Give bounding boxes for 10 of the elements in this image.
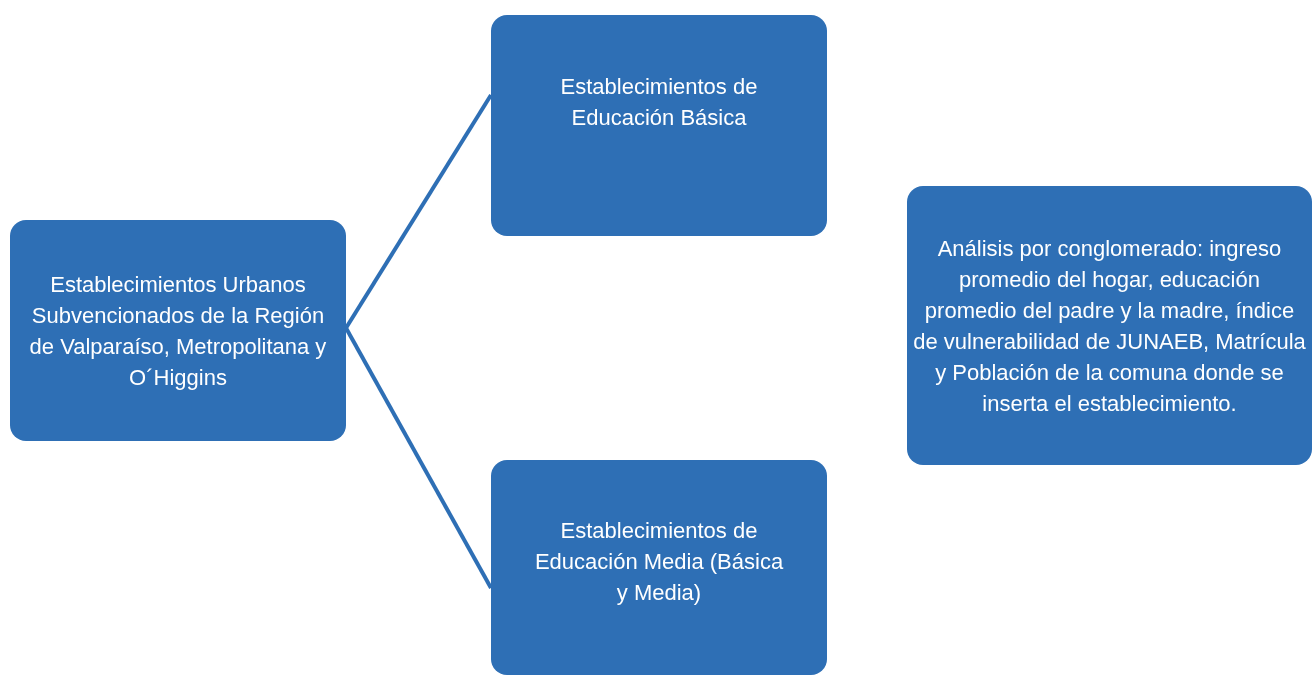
box-text: Establecimientos de Educación Media (Básica y Media) (533, 517, 785, 607)
box-text: Análisis por conglomerado: ingreso promedio del hogar, educación promedio del padre y la madre, índice de vulnerabilidad de JUNAEB, Matrícula y Población de la comuna donde se inserta el establecimiento. (912, 234, 1307, 418)
process-box (907, 186, 1312, 465)
process-box (491, 15, 827, 236)
connector-line (344, 93, 493, 330)
box-text: Establecimientos Urbanos Subvencionados de la Región de Valparaíso, Metropolitana y O´Higgins (28, 270, 328, 392)
process-box (491, 460, 827, 675)
box-text: Establecimientos de Educación Básica (559, 73, 759, 132)
connector-line (344, 327, 493, 589)
process-box (10, 220, 346, 441)
